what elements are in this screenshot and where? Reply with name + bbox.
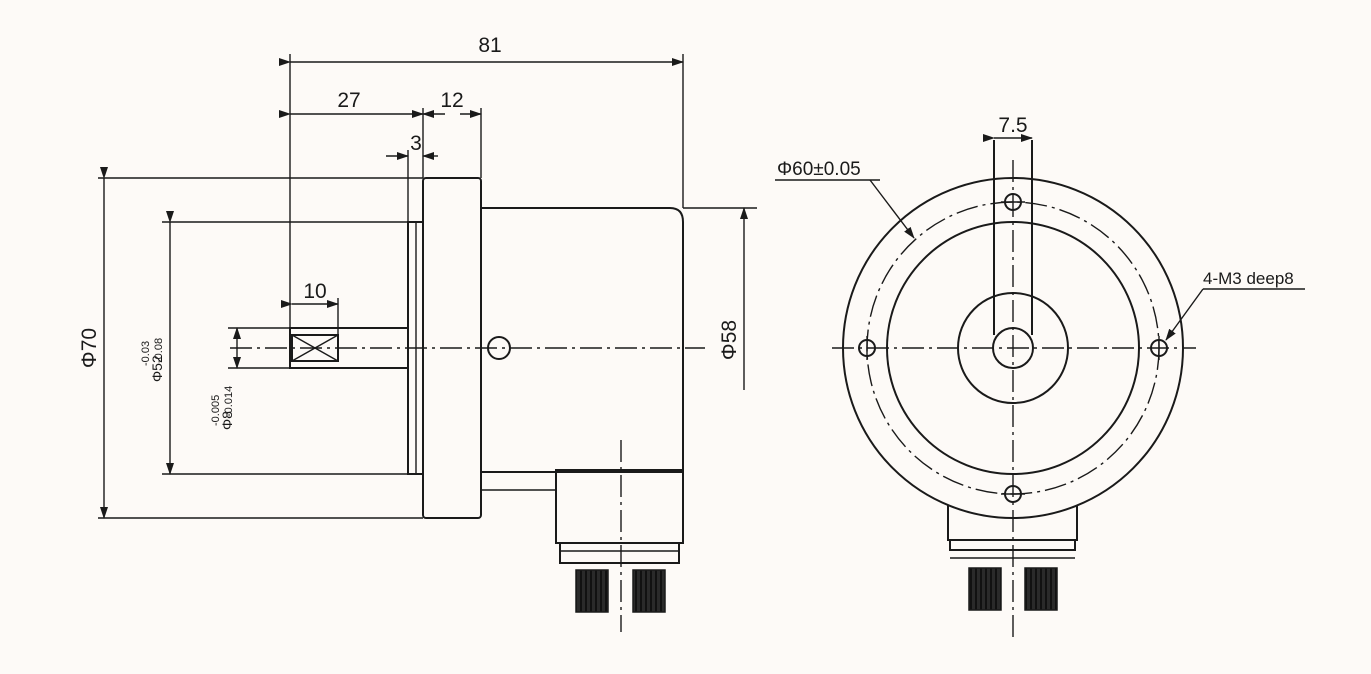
connector-housing — [555, 469, 684, 544]
side-view: 81 27 12 3 10 Φ70 Φ52 -0.08 -0.03 — [78, 34, 757, 632]
dim-slot-width: 7.5 — [998, 114, 1027, 137]
dim-overall-length: 81 — [478, 34, 501, 57]
connector-base — [559, 542, 680, 564]
front-view: 7.5 Φ60±0.05 4-M3 deep8 — [775, 114, 1305, 640]
mount-hole-top — [1001, 193, 1025, 211]
dim-flange-diameter: Φ70 — [78, 328, 101, 368]
dim-shaft-lower-tol: -0.014 — [223, 386, 235, 417]
encoder-body — [481, 207, 684, 473]
dim-flange-thickness: 12 — [440, 89, 463, 112]
dim-spigot-lower-tol: -0.08 — [153, 338, 165, 363]
connector-plug-right — [632, 569, 666, 613]
mount-hole-bottom — [1001, 485, 1025, 503]
mount-hole-left — [858, 336, 876, 360]
front-plug-right — [1024, 567, 1058, 611]
mount-hole-right — [1150, 336, 1168, 360]
body-screw-hole — [487, 336, 511, 360]
connector-plug-left — [575, 569, 609, 613]
dim-spigot-upper-tol: -0.03 — [140, 341, 152, 366]
dim-flange-offset: 27 — [337, 89, 360, 112]
dim-shaft-flat: 10 — [303, 280, 326, 303]
front-plug-left — [968, 567, 1002, 611]
dim-shaft-nominal: Φ8 — [219, 411, 235, 430]
dim-bolt-circle: Φ60±0.05 — [777, 159, 861, 180]
shaft-flat — [291, 334, 339, 362]
shaft — [289, 327, 409, 369]
dim-step: 3 — [410, 132, 422, 155]
dim-mount-holes: 4-M3 deep8 — [1203, 269, 1294, 288]
dim-body-diameter: Φ58 — [718, 320, 741, 360]
shaft-slot — [993, 140, 1033, 335]
dim-spigot-nominal: Φ52 — [149, 355, 165, 382]
dim-shaft-upper-tol: -0.005 — [210, 395, 222, 426]
